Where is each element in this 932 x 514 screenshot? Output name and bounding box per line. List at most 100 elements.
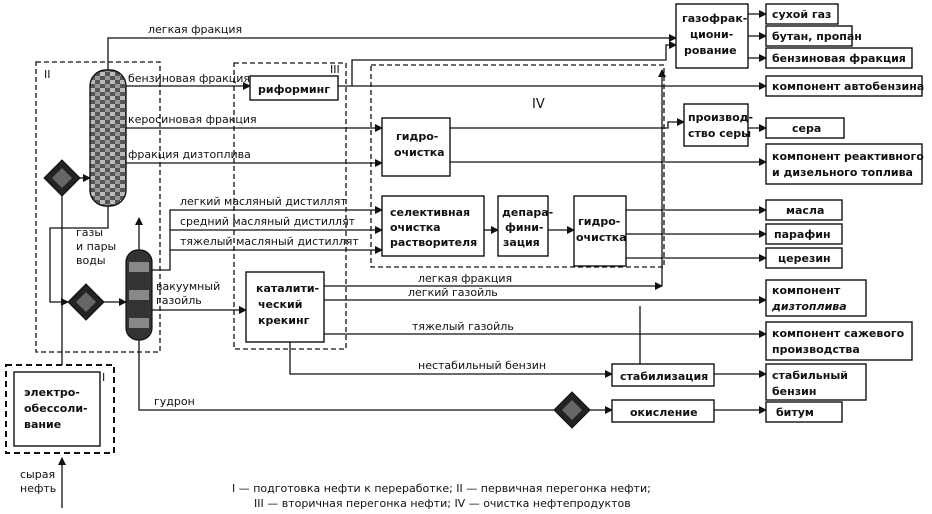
- sulfur-production-box: производ- ство серы: [683, 103, 753, 147]
- svg-text:депара-: депара-: [502, 206, 553, 219]
- product-stable-gasoline: стабильный бензин: [765, 363, 867, 401]
- label-gases-3: воды: [76, 254, 106, 267]
- svg-text:стабильный: стабильный: [772, 369, 848, 382]
- label-heavy-gasoil: тяжелый газойль: [412, 320, 514, 333]
- label-gasoline-fraction: бензиновая фракция: [128, 72, 250, 85]
- svg-text:парафин: парафин: [774, 228, 831, 241]
- svg-text:гидро-: гидро-: [396, 130, 438, 143]
- svg-text:дизтоплива: дизтоплива: [771, 300, 847, 313]
- svg-text:бензиновая фракция: бензиновая фракция: [772, 52, 906, 65]
- svg-text:компонент: компонент: [772, 284, 841, 297]
- label-gases-1: газы: [76, 226, 103, 239]
- label-crack-light: легкая фракция: [418, 272, 512, 285]
- dewaxing-box: депара- фини- зация: [497, 195, 553, 257]
- svg-text:фини-: фини-: [505, 221, 544, 234]
- svg-text:компонент сажевого: компонент сажевого: [772, 327, 905, 340]
- svg-text:сухой газ: сухой газ: [772, 8, 831, 21]
- svg-text:ческий: ческий: [258, 298, 302, 311]
- label-light-gasoil: легкий газойль: [408, 286, 498, 299]
- svg-text:циони-: циони-: [690, 28, 733, 41]
- light-oil-line: [152, 206, 383, 271]
- product-gasoline-fraction: бензиновая фракция: [765, 47, 913, 69]
- selective-cleaning-box: селективная очистка растворителя: [381, 195, 485, 257]
- product-soot-component: компонент сажевого производства: [765, 321, 913, 361]
- svg-text:битум: битум: [776, 406, 814, 419]
- svg-text:производ-: производ-: [688, 111, 753, 124]
- svg-text:каталити-: каталити-: [256, 282, 319, 295]
- label-vacuum-gasoil-2: газойль: [156, 294, 202, 307]
- svg-text:рование: рование: [684, 44, 737, 57]
- product-jet-diesel: компонент реактивного и дизельного топли…: [765, 143, 924, 185]
- stabilization-box: стабилизация: [611, 363, 715, 387]
- svg-text:зация: зация: [503, 236, 540, 249]
- svg-text:селективная: селективная: [390, 206, 470, 219]
- atmospheric-column: [89, 44, 127, 207]
- label-gases-2: и пары: [76, 240, 116, 253]
- furnace-1: [43, 159, 81, 197]
- label-light-oil: легкий масляный дистиллят: [180, 195, 347, 208]
- svg-text:очистка: очистка: [394, 146, 445, 159]
- reforming-box: риформинг: [249, 75, 339, 101]
- product-butane-propane: бутан, пропан: [765, 25, 862, 47]
- svg-text:компонент автобензина: компонент автобензина: [772, 80, 924, 93]
- section-III-frame: [233, 62, 347, 350]
- section-IV-label: IV: [532, 97, 545, 112]
- catalytic-cracking-box: каталити- ческий крекинг: [245, 271, 325, 343]
- svg-text:бутан, пропан: бутан, пропан: [772, 30, 862, 43]
- product-dry-gas: сухой газ: [765, 3, 839, 25]
- svg-text:электро-: электро-: [24, 386, 80, 399]
- product-diesel-component: компонент дизтоплива: [765, 279, 867, 317]
- section-I-frame: [5, 364, 115, 454]
- product-oils: масла: [765, 199, 843, 221]
- furnace-2: [67, 283, 105, 321]
- hydrotreating-box-1: гидро- очистка: [381, 117, 451, 177]
- caption-line-2: III — вторичная перегонка нефти; IV — оч…: [254, 497, 631, 510]
- product-bitumen: битум: [765, 401, 843, 423]
- label-kerosene: керосиновая фракция: [128, 113, 257, 126]
- tar-line: [138, 340, 554, 411]
- vacuum-column: [125, 249, 153, 341]
- svg-text:растворителя: растворителя: [390, 236, 477, 249]
- section-III-label: III: [330, 63, 340, 76]
- svg-text:очистка: очистка: [390, 221, 441, 234]
- label-medium-oil: средний масляный дистиллят: [180, 215, 356, 228]
- label-unstable-gasoline: нестабильный бензин: [418, 359, 546, 372]
- svg-text:ство серы: ство серы: [688, 127, 751, 140]
- svg-text:сера: сера: [792, 122, 821, 135]
- furnace-3: [553, 391, 591, 429]
- column-bottoms-line: [49, 206, 109, 306]
- svg-text:гидро-: гидро-: [578, 215, 620, 228]
- svg-text:и дизельного топлива: и дизельного топлива: [772, 166, 913, 179]
- hydrotreating-box-2: гидро- очистка: [573, 195, 627, 267]
- label-tar: гудрон: [154, 395, 195, 408]
- caption-line-1: I — подготовка нефти к переработке; II —…: [232, 482, 651, 495]
- svg-text:вание: вание: [24, 418, 61, 431]
- label-heavy-oil: тяжелый масляный дистиллят: [180, 235, 359, 248]
- label-light-fraction: легкая фракция: [148, 23, 242, 36]
- svg-text:церезин: церезин: [778, 252, 831, 265]
- gas-fractionation-box: газофрак- циони- рование: [675, 3, 749, 69]
- label-crude-1: сырая: [20, 468, 55, 481]
- section-IV-frame: [370, 64, 665, 268]
- svg-text:масла: масла: [786, 204, 824, 217]
- section-II-label: II: [44, 68, 51, 81]
- svg-text:производства: производства: [772, 343, 860, 356]
- light-fraction-line: [107, 37, 666, 44]
- svg-text:газофрак-: газофрак-: [682, 12, 747, 25]
- svg-text:очистка: очистка: [576, 231, 627, 244]
- svg-text:компонент реактивного: компонент реактивного: [772, 150, 924, 163]
- section-I-label: I: [102, 371, 105, 384]
- product-ceresin: церезин: [765, 247, 843, 269]
- label-vacuum-gasoil-1: вакуумный: [156, 280, 220, 293]
- svg-text:окисление: окисление: [630, 406, 698, 419]
- oxidation-box: окисление: [611, 399, 715, 423]
- svg-text:крекинг: крекинг: [258, 314, 310, 327]
- svg-text:риформинг: риформинг: [258, 83, 330, 96]
- desalting-box: электро- обессоли- вание: [13, 371, 101, 447]
- section-II-frame: [35, 61, 161, 353]
- product-paraffin: парафин: [765, 223, 843, 245]
- label-diesel-fraction: фракция дизтоплива: [128, 148, 251, 161]
- product-sulfur: сера: [765, 117, 845, 139]
- product-autogasoline: компонент автобензина: [765, 75, 924, 97]
